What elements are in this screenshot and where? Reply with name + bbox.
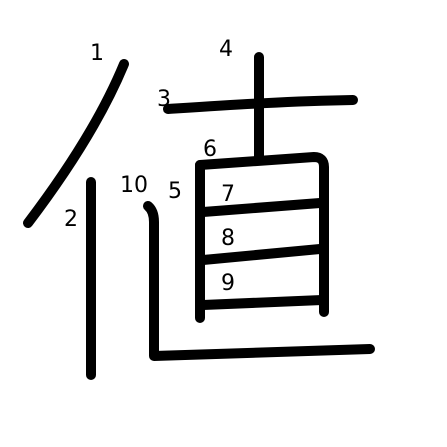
stroke-number-10: 10 (120, 173, 148, 198)
stroke-number-9: 9 (221, 271, 235, 296)
stroke-number-5: 5 (168, 179, 182, 204)
stroke-number-8: 8 (221, 226, 235, 251)
stroke-number-6: 6 (203, 137, 217, 162)
stroke-number-3: 3 (157, 87, 171, 112)
stroke-6 (195, 152, 329, 317)
stroke-9 (198, 295, 327, 310)
stroke-10 (143, 201, 375, 361)
stroke-7 (198, 198, 325, 217)
stroke-number-4: 4 (219, 37, 233, 62)
stroke-number-7: 7 (221, 182, 235, 207)
stroke-1 (23, 59, 129, 228)
stroke-number-1: 1 (90, 41, 104, 66)
stroke-8 (198, 244, 325, 265)
stroke-number-2: 2 (64, 207, 78, 232)
